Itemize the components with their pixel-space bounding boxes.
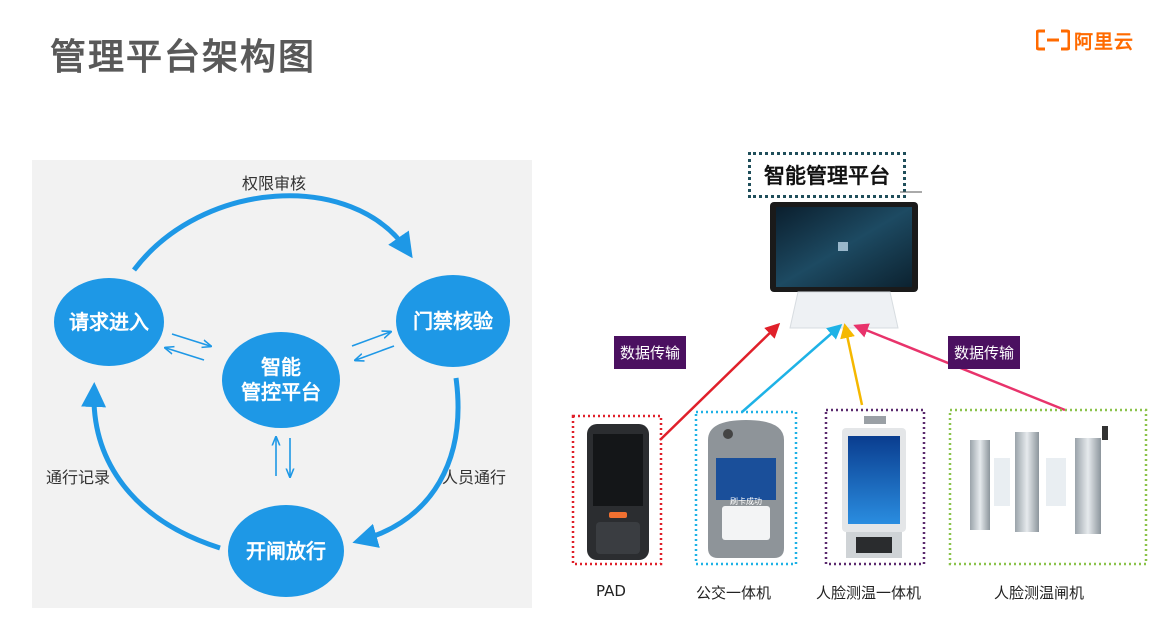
- arrow-door-to-center: [356, 345, 395, 360]
- frame-pad: [571, 414, 663, 566]
- arrow-door-to-gate: [352, 377, 461, 548]
- bus-screen-text: 刷卡成功: [730, 497, 762, 506]
- arrow-center-to-door: [351, 332, 390, 347]
- frame-bus-terminal: [694, 410, 798, 566]
- platform-monitor: [770, 191, 922, 329]
- platform-title: 智能管理平台: [748, 152, 906, 198]
- page-title: 管理平台架构图: [50, 37, 317, 78]
- device-label-face-gate: 人脸测温闸机: [994, 584, 1085, 602]
- arrow-face-terminal-to-platform: [840, 323, 864, 406]
- face-terminal-device: [842, 416, 906, 558]
- bus-terminal-device: [708, 420, 784, 558]
- cycle-diagram: 请求进入 门禁核验 智能 管控平台 开闸放行 权限审核 人员通行 通行记录: [32, 160, 532, 608]
- pad-device: [587, 424, 649, 560]
- node-door-label: 门禁核验: [413, 308, 493, 333]
- aliyun-logo-icon: [1036, 29, 1070, 51]
- node-door-check: 门禁核验: [396, 275, 510, 367]
- frame-face-terminal: [824, 408, 926, 566]
- node-center-line1: 智能: [261, 355, 301, 379]
- face-gate-device: [970, 426, 1108, 534]
- arrow-center-to-request: [166, 348, 205, 361]
- node-gate-label: 开闸放行: [246, 538, 326, 563]
- arrow-pad-to-platform: [659, 322, 781, 441]
- label-permission-review: 权限审核: [242, 174, 307, 193]
- node-center-line2: 管控平台: [241, 380, 321, 404]
- device-label-pad: PAD: [596, 582, 626, 600]
- device-label-bus-terminal: 公交一体机: [696, 584, 772, 602]
- cycle-arrows: [81, 193, 461, 551]
- data-transfer-tag-right: 数据传输: [948, 336, 1021, 369]
- label-pass-record: 通行记录: [46, 468, 111, 487]
- node-gate-open: 开闸放行: [228, 505, 344, 597]
- aliyun-logo: 阿里云: [1036, 28, 1135, 53]
- node-control-platform: 智能 管控平台: [222, 332, 340, 428]
- node-request: 请求进入: [54, 278, 164, 366]
- label-personnel-pass: 人员通行: [442, 468, 507, 487]
- data-transfer-tag-left: 数据传输: [614, 336, 687, 369]
- device-label-face-terminal: 人脸测温一体机: [816, 584, 922, 602]
- arrow-gate-to-request: [81, 382, 221, 551]
- arrow-request-to-center: [171, 333, 210, 346]
- architecture-diagram: 智能管理平台: [560, 140, 1160, 610]
- arrow-request-to-door: [132, 193, 413, 272]
- arrow-bus-to-platform: [741, 324, 843, 413]
- logo-text: 阿里云: [1074, 30, 1135, 53]
- node-request-label: 请求进入: [69, 309, 149, 334]
- architecture-graphics: [571, 191, 1148, 566]
